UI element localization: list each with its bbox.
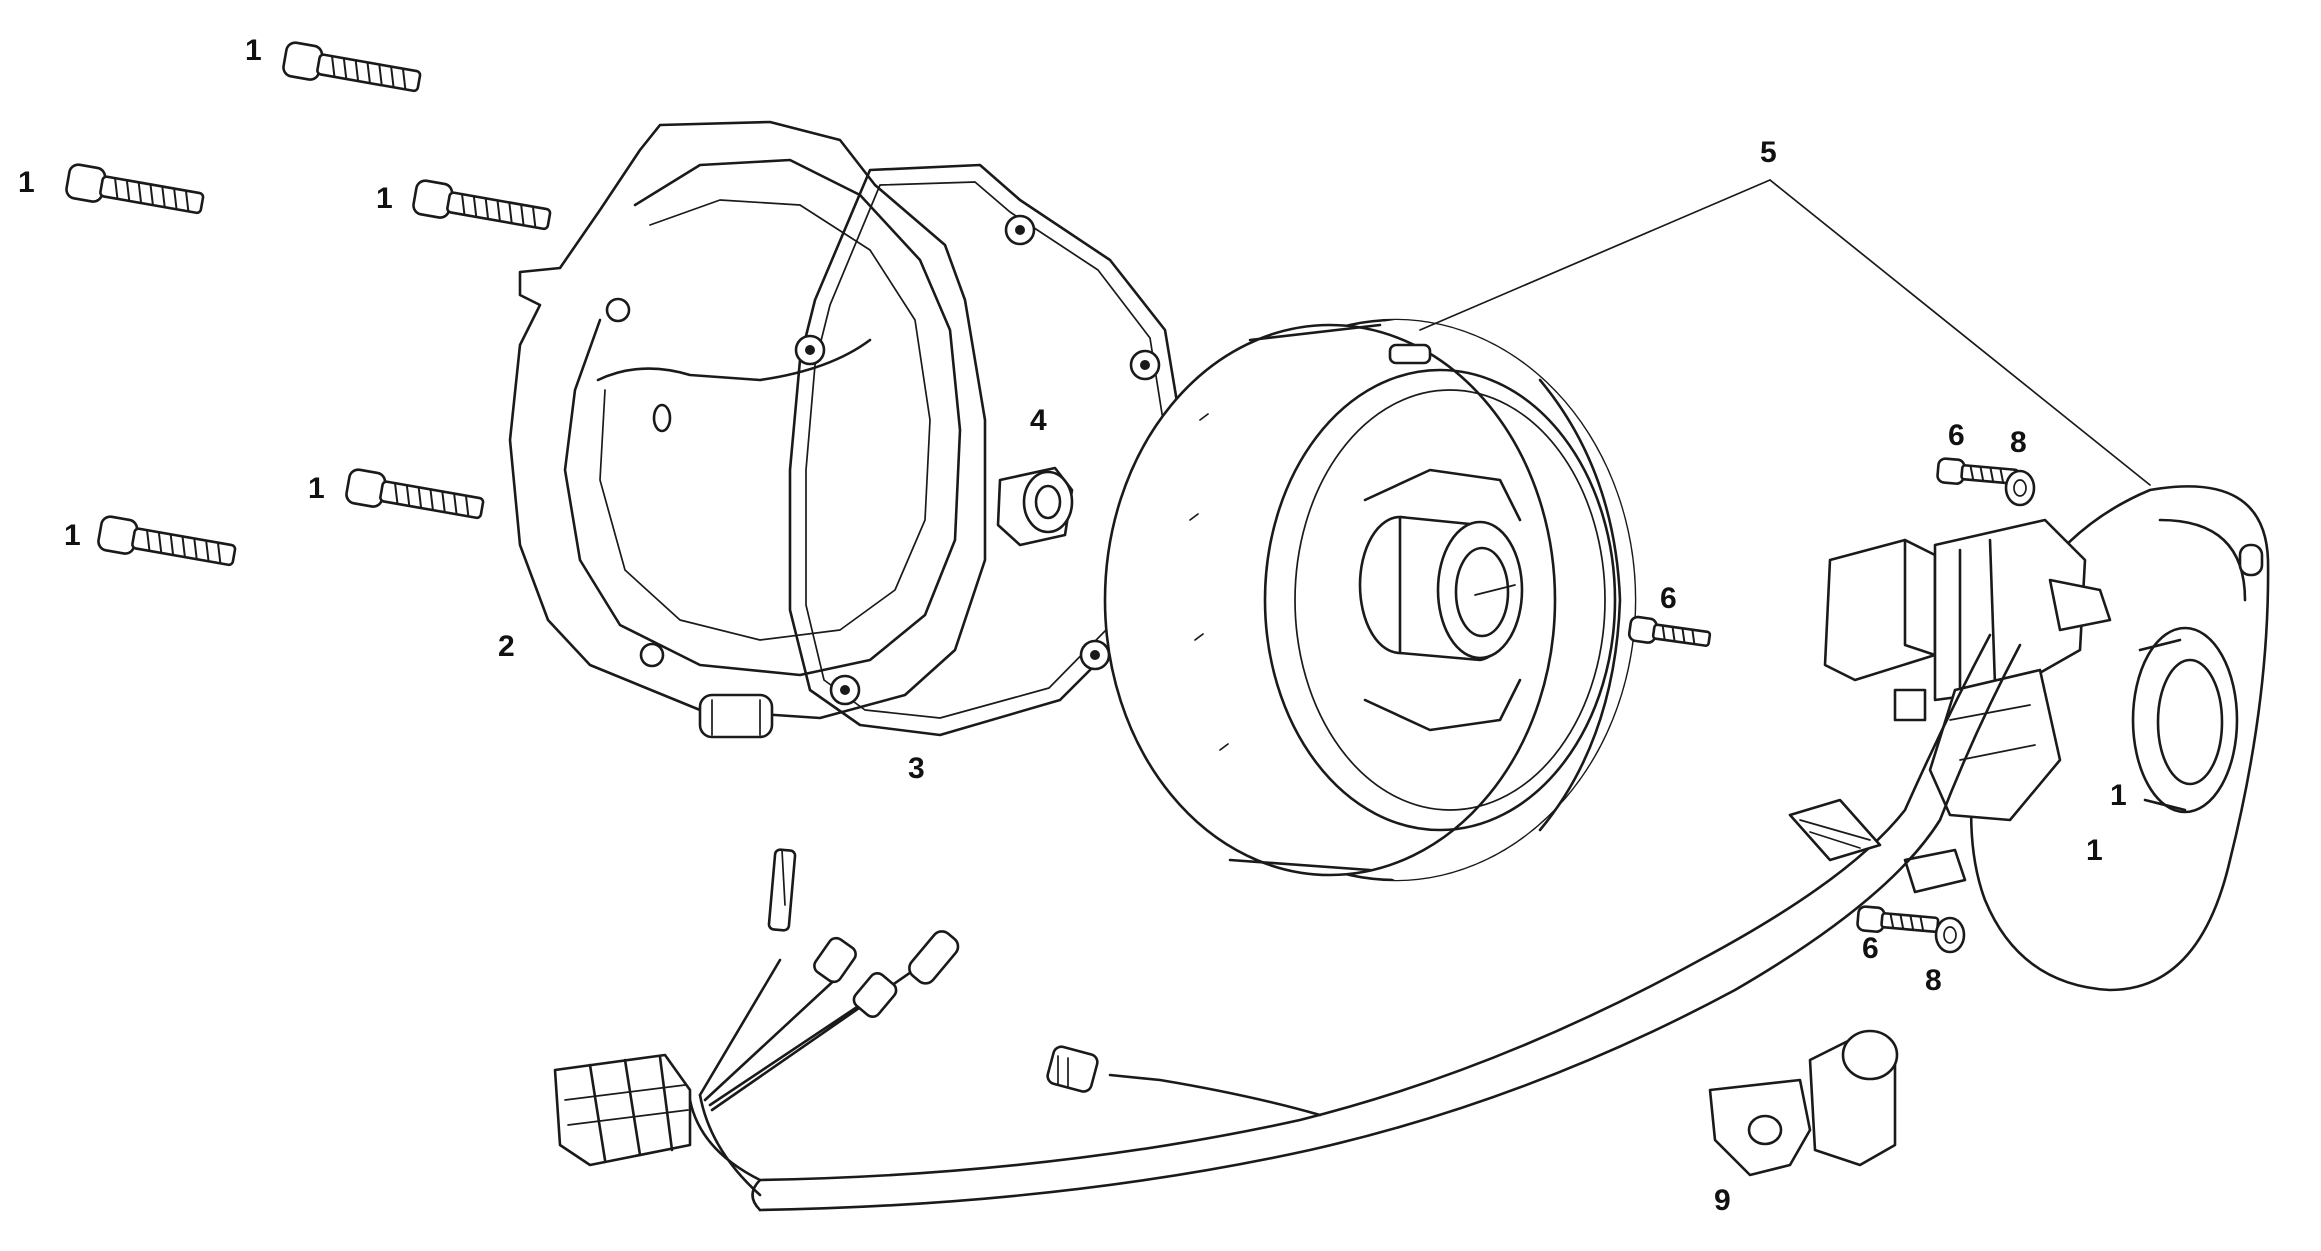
callout-pickup: 9: [1714, 1184, 1731, 1217]
bolt-c: [412, 179, 552, 231]
pickup-sensor: [1708, 1029, 1899, 1177]
screw-mid: [1627, 615, 1712, 647]
bushing: [996, 466, 1074, 547]
callout-bushing: 4: [1030, 404, 1047, 437]
callout-washer-top: 8: [2010, 426, 2027, 459]
callout-washer-bottom: 8: [1925, 964, 1942, 997]
callout-cover: 2: [498, 630, 515, 663]
stator-assembly: [1823, 485, 2270, 992]
generator-cover: [508, 120, 987, 739]
bolt-a: [282, 41, 422, 93]
callout-stator-screw: 1: [2110, 779, 2127, 812]
bolt-d: [345, 468, 485, 520]
bolt-e: [97, 515, 237, 567]
callout-gasket: 3: [908, 752, 925, 785]
wiring-harness: [553, 633, 2022, 1212]
callout-bolt-f: 1: [2086, 834, 2103, 867]
callout-screw-top: 6: [1948, 419, 1965, 452]
gasket: [788, 163, 1182, 737]
assembly-leader-lines: [1419, 179, 2151, 486]
callout-bolt-a: 1: [245, 34, 262, 67]
bolt-b: [65, 163, 205, 215]
flywheel-rotor: [1103, 318, 1637, 882]
washer-top: [2004, 469, 2036, 507]
callout-bolt-c: 1: [376, 182, 393, 215]
callout-assembly: 5: [1760, 136, 1777, 169]
callout-bolt-e: 1: [64, 519, 81, 552]
callout-screw-bottom: 6: [1862, 932, 1879, 965]
washer-bottom: [1934, 916, 1966, 954]
callout-bolt-d: 1: [308, 472, 325, 505]
screw-top: [1936, 457, 2020, 485]
callout-bolt-b: 1: [18, 166, 35, 199]
callout-screw-mid: 6: [1660, 582, 1677, 615]
